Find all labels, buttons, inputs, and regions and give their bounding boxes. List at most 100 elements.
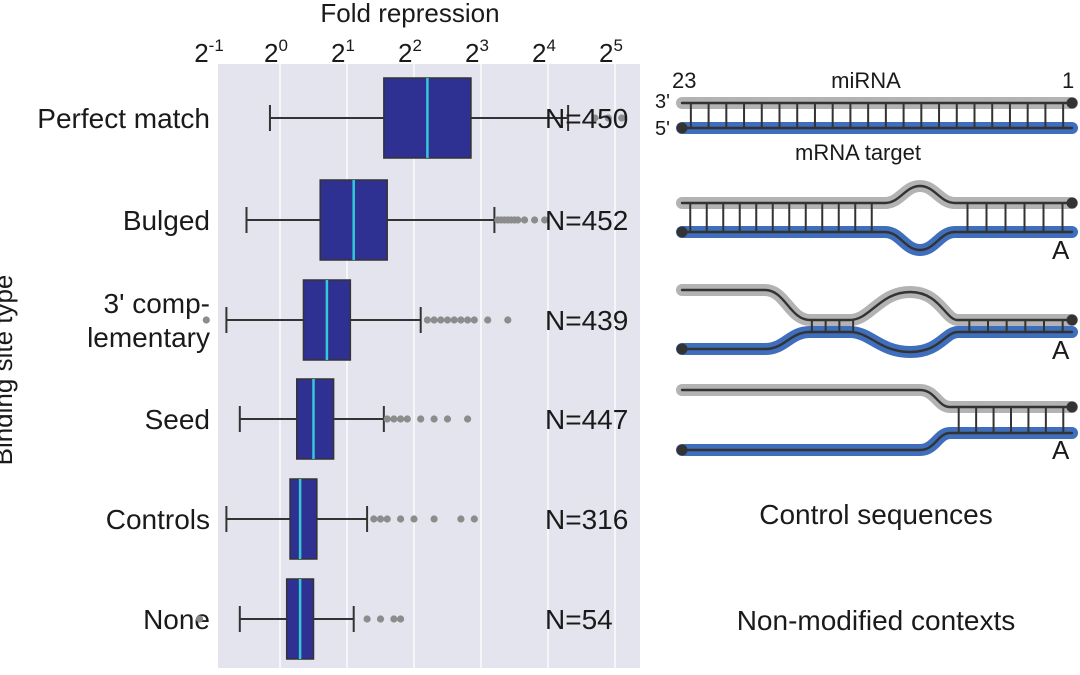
x-axis-title: Fold repression	[320, 0, 499, 28]
outlier-point	[464, 316, 472, 324]
grid-lines	[212, 64, 616, 668]
a-label-bulged: A	[1052, 235, 1070, 265]
outlier-point	[437, 316, 445, 324]
outlier-point	[541, 216, 549, 224]
duplex-diagrams	[676, 97, 1078, 456]
outlier-point	[443, 316, 452, 324]
strand-end-dot	[676, 444, 688, 456]
outlier-point	[390, 615, 398, 623]
mrna-strand-halo	[676, 427, 1078, 456]
mrna-strand	[676, 427, 1078, 456]
mirna-strand	[676, 284, 1078, 326]
a-label-seed: A	[1052, 435, 1070, 465]
outlier-point	[403, 415, 411, 423]
x-tick-label: 20	[264, 36, 288, 68]
mrna-target-label: mRNA target	[795, 140, 921, 165]
outlier-point	[383, 515, 391, 523]
outlier-point	[376, 615, 385, 623]
mirna-strand-line	[680, 288, 1074, 322]
outlier-point	[423, 316, 431, 324]
outlier-point	[376, 515, 385, 523]
mirna-strand-halo	[676, 180, 1078, 209]
outlier-point	[202, 316, 210, 324]
mirna-strand-line	[680, 184, 1074, 205]
box-group	[245, 179, 549, 261]
mrna-strand-line	[680, 431, 1074, 452]
box-group	[202, 279, 512, 361]
three-prime-label: 3'	[655, 91, 670, 113]
outlier-point	[443, 415, 452, 423]
mrna-strand-line	[680, 230, 1074, 252]
category-label: Controls	[106, 504, 210, 535]
outlier-point	[196, 615, 204, 623]
strand-end-dot	[676, 343, 688, 355]
x-tick-label: 22	[398, 36, 422, 68]
y-axis-title: Binding site type	[0, 275, 18, 466]
n-label: N=450	[545, 103, 628, 134]
mirna-strand	[676, 384, 1078, 413]
box-plot: 2-1 20 21 22 23 24 25 Fold repression Binding …	[0, 0, 640, 668]
outlier-point	[618, 114, 626, 122]
outlier-point	[504, 316, 512, 324]
outlier-point	[397, 615, 405, 623]
box-group	[196, 578, 405, 660]
outlier-point	[430, 316, 438, 324]
x-tick-label: 25	[599, 36, 623, 68]
n-label: N=316	[545, 504, 628, 535]
strand-end-dot	[1066, 314, 1078, 326]
strand-end-dot	[1066, 401, 1078, 413]
x-tick-labels: 2-1 20 21 22 23 24 25	[194, 36, 623, 68]
n-label: N=54	[545, 604, 613, 635]
a-label-3comp: A	[1052, 335, 1070, 365]
outlier-point	[430, 515, 438, 523]
x-tick-label: 24	[532, 36, 556, 68]
outlier-point	[457, 316, 465, 324]
category-label: Seed	[145, 404, 210, 435]
plot-panel	[218, 64, 640, 668]
position-1-label: 1	[1062, 68, 1074, 93]
outlier-point	[464, 415, 472, 423]
outlier-point	[470, 515, 478, 523]
category-label: 3' comp-lementary	[87, 288, 210, 353]
mirna-strand-line	[680, 388, 1074, 409]
outlier-point	[450, 316, 458, 324]
outlier-point	[383, 415, 391, 423]
outlier-point	[520, 216, 529, 224]
outlier-point	[484, 316, 492, 324]
box-group	[268, 77, 626, 159]
outlier-point	[410, 515, 418, 523]
n-label: N=439	[545, 305, 628, 336]
mrna-strand	[676, 226, 1078, 256]
outlier-point	[430, 415, 438, 423]
outlier-point	[604, 114, 612, 122]
five-prime-label: 5'	[655, 118, 670, 140]
binding-site-schematic: 23 1 miRNA 3' 5' mRNA target A A A Contr…	[655, 68, 1078, 636]
mrna-strand-line	[680, 330, 1074, 354]
n-label: N=452	[545, 205, 628, 236]
box	[296, 378, 335, 460]
control-sequences-label: Control sequences	[759, 499, 992, 530]
mrna-strand	[676, 326, 1078, 358]
n-label: N=447	[545, 404, 628, 435]
strand-end-dot	[1066, 197, 1078, 209]
outlier-point	[591, 114, 599, 122]
outlier-point	[531, 216, 539, 224]
mirna-strand	[676, 180, 1078, 209]
box-group	[225, 478, 478, 560]
non-modified-contexts-label: Non-modified contexts	[737, 605, 1016, 636]
outlier-point	[363, 615, 371, 623]
strand-end-dot	[676, 226, 688, 238]
outlier-point	[397, 415, 405, 423]
x-tick-label: 23	[465, 36, 489, 68]
x-tick-label: 21	[331, 36, 355, 68]
outlier-point	[390, 415, 398, 423]
position-23-label: 23	[672, 68, 696, 93]
outlier-point	[370, 515, 378, 523]
mirna-strand-halo	[676, 384, 1078, 413]
box-group	[238, 378, 472, 460]
outlier-point	[470, 316, 478, 324]
x-tick-label: 2-1	[194, 36, 224, 68]
outlier-point	[417, 415, 425, 423]
